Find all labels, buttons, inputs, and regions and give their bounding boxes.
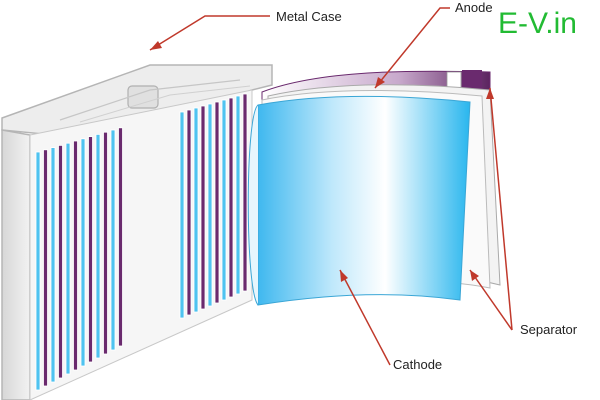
arrowhead-cathode bbox=[340, 270, 348, 282]
cathode-sheet bbox=[257, 95, 471, 306]
anode-plate bbox=[228, 97, 234, 298]
cathode-plate bbox=[35, 151, 41, 391]
arrowhead-separator-2 bbox=[486, 88, 494, 99]
cathode-plate bbox=[50, 147, 56, 383]
cathode-plate bbox=[235, 95, 241, 295]
cathode-plate bbox=[193, 107, 199, 313]
cathode-plate bbox=[80, 138, 86, 367]
arrowhead-separator-1 bbox=[470, 270, 479, 281]
anode-plate bbox=[88, 136, 93, 363]
arrowhead-metal-case bbox=[150, 41, 162, 50]
anode-plate bbox=[186, 109, 192, 316]
electrode-stack-left bbox=[35, 127, 123, 391]
leader-cathode bbox=[339, 269, 391, 366]
case-top-ridge-2 bbox=[79, 85, 251, 123]
cathode-plate bbox=[65, 142, 71, 375]
anode-plate bbox=[103, 131, 108, 355]
case-front-face bbox=[1, 129, 31, 400]
electrode-stack-right bbox=[179, 93, 248, 319]
label-anode: Anode bbox=[455, 0, 493, 15]
leader-separator-1 bbox=[469, 269, 513, 331]
anode-plate bbox=[118, 127, 123, 347]
cathode-curl bbox=[247, 104, 259, 306]
leader-lines bbox=[149, 7, 513, 366]
watermark-logo: E-V.in bbox=[498, 7, 577, 40]
label-separator: Separator bbox=[520, 322, 578, 337]
anode-plate bbox=[214, 101, 220, 304]
leader-anode bbox=[374, 7, 450, 89]
cathode-plate bbox=[179, 111, 185, 319]
cathode-plate bbox=[207, 103, 213, 307]
anode-plate bbox=[200, 105, 206, 310]
anode-plate bbox=[43, 149, 48, 387]
cathode-plate bbox=[95, 133, 101, 359]
anode-plate bbox=[73, 140, 78, 371]
case-top-ridge bbox=[59, 79, 241, 121]
label-cathode: Cathode bbox=[393, 357, 442, 372]
leader-separator-2 bbox=[489, 87, 513, 331]
cathode-plate bbox=[110, 129, 116, 351]
anode-plate bbox=[58, 144, 63, 379]
anode-plate bbox=[242, 93, 248, 292]
arrowhead-anode bbox=[375, 77, 385, 88]
leader-metal-case bbox=[149, 15, 270, 51]
label-metal-case: Metal Case bbox=[276, 9, 342, 24]
cathode-plate bbox=[221, 99, 227, 301]
